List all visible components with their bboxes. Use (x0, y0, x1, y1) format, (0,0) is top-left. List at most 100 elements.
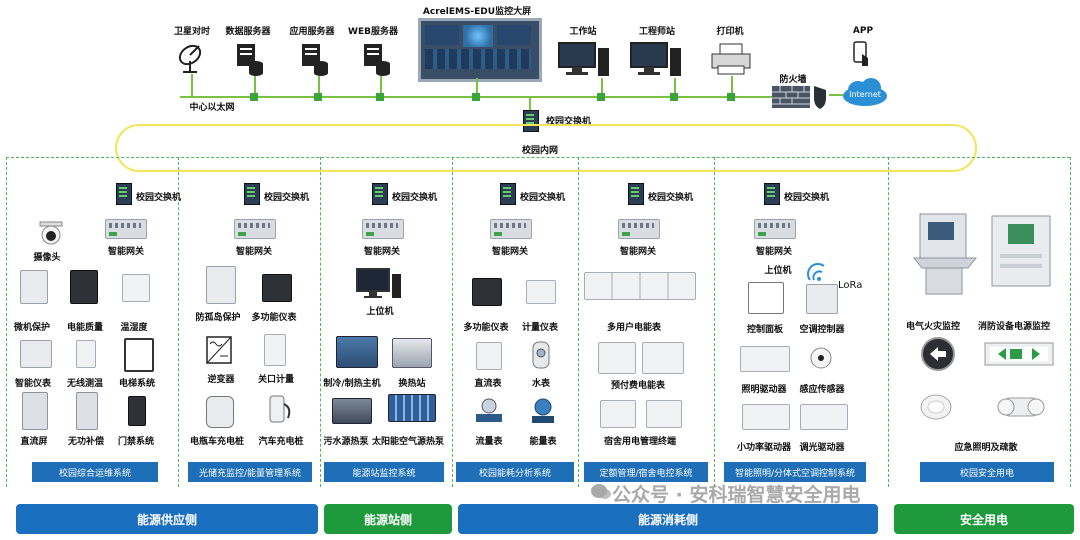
gateway-icon (490, 219, 532, 239)
column-divider (452, 157, 453, 487)
multifunction-meter-device (472, 278, 502, 306)
device-label: 小功率驱动器 (736, 443, 792, 453)
printer-label: 打印机 (716, 27, 744, 37)
web-server-link (380, 76, 382, 96)
device-label: 太阳能空气源热泵 (371, 437, 445, 447)
system-label-bar: 能源站监控系统 (324, 462, 444, 482)
switch-label: 校园交换机 (648, 193, 694, 203)
dorm-terminal-device (600, 400, 636, 428)
internet-label: Internet (849, 90, 881, 99)
device-label: 预付费电能表 (610, 381, 666, 391)
app-server-icon (302, 44, 328, 76)
prepaid-meter-device (598, 342, 636, 374)
switch-icon (764, 183, 780, 205)
data-server-label: 数据服务器 (225, 27, 271, 37)
app-server-link (318, 76, 320, 96)
ethernet-node (597, 93, 605, 101)
gateway-label: 智能网关 (755, 247, 793, 257)
elevator-device (124, 338, 154, 372)
device-label: 流量表 (475, 437, 503, 447)
system-label-bar: 光储充监控/能量管理系统 (188, 462, 312, 482)
ethernet-node (670, 93, 678, 101)
ethernet-node (472, 93, 480, 101)
ev-charger-icon (269, 395, 291, 423)
device-label: 多功能仪表 (463, 323, 509, 333)
ceiling-light-icon (920, 394, 952, 420)
satellite-link (191, 74, 193, 96)
dc-meter-device (476, 342, 502, 370)
switch-label: 校园交换机 (520, 193, 566, 203)
energy-supply-side-bar: 能源供应侧 (16, 504, 318, 534)
flow-meter-icon (476, 398, 502, 422)
firewall-icon (772, 86, 826, 109)
smart-meter-device (20, 340, 52, 368)
column-divider (320, 157, 321, 487)
device-label: 消防设备电源监控 (977, 322, 1051, 332)
big-screen-link (476, 78, 478, 96)
prepaid-meter-device (642, 342, 684, 374)
switch-icon (244, 183, 260, 205)
gateway-metering-device (264, 334, 286, 366)
core-switch-link (529, 96, 531, 110)
metering-meter-device (526, 280, 556, 304)
wireless-signal-icon (807, 263, 825, 281)
column-divider (888, 157, 889, 487)
column-divider (714, 157, 715, 487)
chiller-heater-unit (336, 336, 378, 368)
heat-exchange-station (392, 338, 432, 368)
power-quality-device (70, 270, 98, 304)
printer-link (731, 76, 733, 96)
ethernet-node (250, 93, 258, 101)
host-computer-label: 上位机 (764, 266, 792, 276)
device-label: 污水源热泵 (323, 437, 369, 447)
device-label: 直流表 (474, 379, 502, 389)
device-label: 电气火灾监控 (905, 322, 961, 332)
big-screen-display (418, 18, 542, 82)
device-label: 多用户电能表 (606, 323, 662, 333)
host-computer-icon (356, 268, 401, 298)
microcomputer-protection-device (20, 270, 48, 304)
access-control-device (128, 396, 146, 426)
ethernet-node (314, 93, 322, 101)
internet-link (829, 94, 843, 96)
device-label: 调光驱动器 (799, 443, 845, 453)
system-label-bar: 校园安全用电 (920, 462, 1054, 482)
temperature-humidity-device (122, 274, 150, 302)
device-label: 摄像头 (33, 253, 61, 263)
big-screen-label: AcrelEMS-EDU监控大屏 (422, 7, 532, 17)
frame-top (6, 157, 1070, 158)
device-label: 防孤岛保护 (195, 313, 241, 323)
solar-air-heat-pump (388, 394, 436, 422)
internet-cloud-icon (843, 78, 887, 106)
device-label: 电瓶车充电桩 (189, 437, 245, 447)
device-label: 直流屏 (20, 437, 48, 447)
web-server-icon (364, 44, 390, 76)
mobile-app-icon (853, 41, 868, 66)
column-divider (178, 157, 179, 487)
switch-label: 校园交换机 (136, 193, 182, 203)
gateway-label: 智能网关 (363, 247, 401, 257)
device-label: 上位机 (366, 307, 394, 317)
dc-panel-device (22, 392, 48, 430)
twin-spot-light-icon (997, 397, 1045, 417)
device-label: 能量表 (529, 437, 557, 447)
app-server-label: 应用服务器 (289, 27, 335, 37)
camera-icon (39, 221, 63, 245)
multifunction-meter-device (262, 274, 292, 302)
device-label: 逆变器 (207, 375, 235, 385)
gateway-icon (618, 219, 660, 239)
device-label: 感应传感器 (799, 385, 845, 395)
device-label: 微机保护 (13, 323, 51, 333)
switch-icon (372, 183, 388, 205)
system-label-bar: 智能照明/分体式空调控制系统 (724, 462, 866, 482)
device-label: 关口计量 (257, 375, 295, 385)
energy-meter-icon (532, 398, 554, 423)
energy-consumption-side-bar: 能源消耗侧 (458, 504, 878, 534)
gateway-icon (105, 219, 147, 239)
control-panel-device (748, 282, 784, 314)
engineer-link (674, 78, 676, 96)
device-label: 智能仪表 (14, 379, 52, 389)
device-label: 温湿度 (120, 323, 148, 333)
switch-label: 校园交换机 (392, 193, 438, 203)
web-server-label: WEB服务器 (348, 27, 398, 37)
